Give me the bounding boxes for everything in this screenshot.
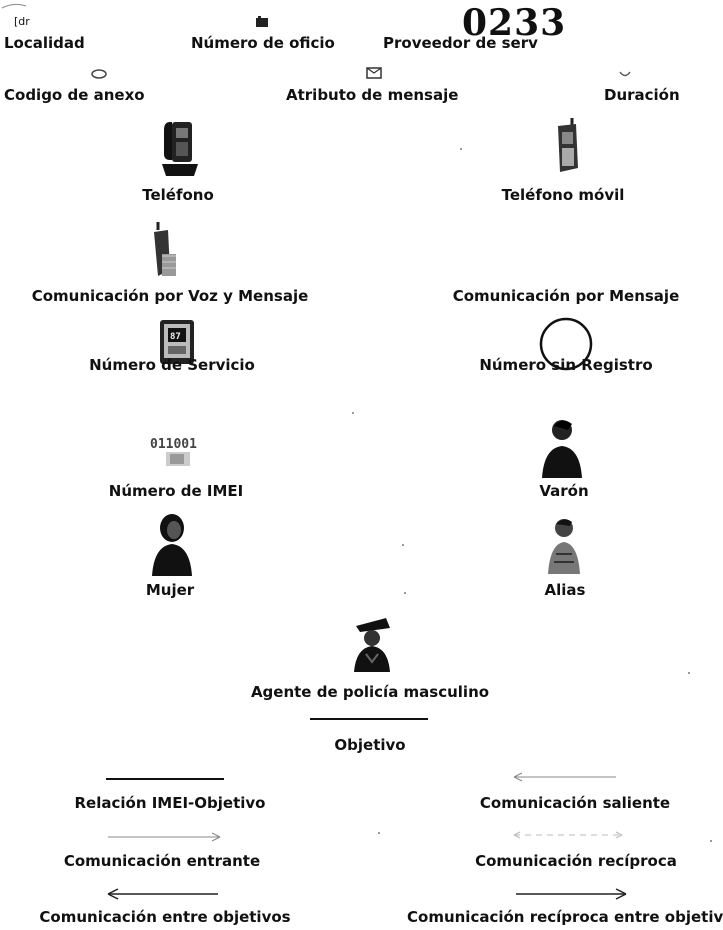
annex-code-label: Codigo de anexo xyxy=(4,86,145,104)
mobile-phone-label: Teléfono móvil xyxy=(501,186,625,204)
locality-icon xyxy=(1,3,27,9)
unregistered-number-label: Número sin Registro xyxy=(479,356,653,374)
locality-small-mark: [dr xyxy=(14,15,30,28)
telephone-label: Teléfono xyxy=(142,186,214,204)
imei-label: Número de IMEI xyxy=(108,482,244,500)
message-attribute-label: Atributo de mensaje xyxy=(286,86,459,104)
outgoing-arrow-icon xyxy=(513,772,616,782)
scan-speck xyxy=(402,544,404,546)
reciprocal-between-targets-arrow-icon xyxy=(516,888,627,900)
telephone-icon xyxy=(162,122,198,176)
imei-target-relation-label: Relación IMEI-Objetivo xyxy=(74,794,266,812)
imei-icon: 011001 xyxy=(150,437,197,466)
message-attribute-icon xyxy=(366,67,382,79)
message-communication-label: Comunicación por Mensaje xyxy=(452,287,680,305)
locality-label: Localidad xyxy=(4,34,85,52)
scan-speck xyxy=(378,832,380,834)
incoming-arrow-icon xyxy=(108,832,221,842)
reciprocal-between-targets-label: Comunicación recíproca entre objetiv xyxy=(407,908,723,926)
service-number-label: Número de Servicio xyxy=(89,356,255,374)
between-targets-arrow-icon xyxy=(107,888,218,900)
male-label: Varón xyxy=(539,482,589,500)
imei-icon-text: 011001 xyxy=(150,437,197,452)
duration-label: Duración xyxy=(604,86,680,104)
alias-label: Alias xyxy=(544,581,586,599)
office-number-label: Número de oficio xyxy=(191,34,335,52)
office-number-icon xyxy=(256,16,268,27)
female-label: Mujer xyxy=(145,581,195,599)
mobile-phone-icon xyxy=(558,118,578,172)
scan-speck xyxy=(710,840,712,842)
scan-speck xyxy=(460,148,462,150)
svg-text:87: 87 xyxy=(170,332,181,342)
target-line-icon xyxy=(310,718,428,720)
reciprocal-arrow-icon xyxy=(513,831,623,839)
voice-message-label: Comunicación por Voz y Mensaje xyxy=(31,287,309,305)
unregistered-number-icon xyxy=(539,317,593,371)
police-agent-label: Agente de policía masculino xyxy=(250,683,490,701)
scan-speck xyxy=(404,592,406,594)
voice-message-icon xyxy=(154,222,176,276)
police-agent-icon xyxy=(354,618,390,672)
target-label: Objetivo xyxy=(334,736,406,754)
outgoing-label: Comunicación saliente xyxy=(479,794,671,812)
annex-code-icon xyxy=(91,69,107,79)
provider-label: Proveedor de serv xyxy=(383,34,538,52)
between-targets-label: Comunicación entre objetivos xyxy=(39,908,291,926)
female-icon xyxy=(152,514,192,576)
page-number: 0233 xyxy=(462,2,567,44)
reciprocal-label: Comunicación recíproca xyxy=(475,852,677,870)
duration-icon xyxy=(619,71,631,77)
scan-speck xyxy=(688,672,690,674)
scan-speck xyxy=(352,412,354,414)
alias-icon xyxy=(548,519,580,574)
imei-target-line-icon xyxy=(106,778,224,780)
incoming-label: Comunicación entrante xyxy=(63,852,261,870)
service-number-icon: 87 xyxy=(160,320,194,364)
male-icon xyxy=(542,420,582,478)
